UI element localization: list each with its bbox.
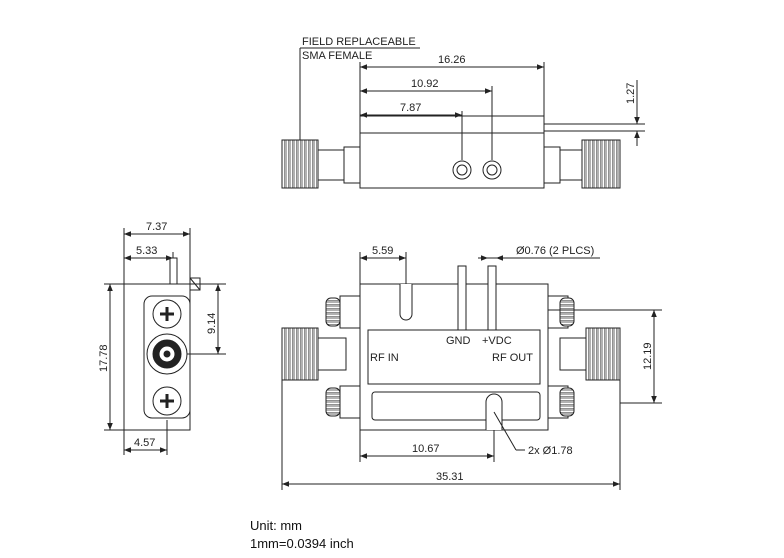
dim-5-33: 5.33 — [136, 245, 157, 257]
lug-left-bottom — [325, 387, 341, 417]
lug-right-top — [559, 297, 575, 327]
dim-4-57: 4.57 — [134, 437, 155, 449]
plan-window — [367, 329, 541, 385]
lug-right-bottom — [559, 387, 575, 417]
label-rf-out: RF OUT — [492, 352, 533, 364]
label-sma-female: SMA FEMALE — [302, 50, 372, 62]
pin-gnd-top — [452, 160, 472, 180]
unit-line: Unit: mm — [250, 518, 302, 533]
lug-left-top — [325, 297, 341, 327]
label-hole-dia: 2x Ø1.78 — [528, 445, 573, 457]
side-view — [104, 228, 226, 455]
top-body — [359, 115, 545, 189]
top-view — [281, 47, 645, 189]
side-screw-top — [152, 299, 182, 329]
pin-gnd — [457, 265, 467, 331]
label-rf-in: RF IN — [370, 352, 399, 364]
label-field-replaceable: FIELD REPLACEABLE — [302, 36, 416, 48]
unit-conversion: 1mm=0.0394 inch — [250, 536, 354, 551]
dim-1-27: 1.27 — [625, 83, 637, 104]
dim-16-26: 16.26 — [438, 54, 466, 66]
plan-view — [281, 252, 662, 490]
dim-5-59: 5.59 — [372, 245, 393, 257]
dim-9-14: 9.14 — [206, 313, 218, 334]
side-screw-bottom — [152, 386, 182, 416]
right-sma-thread — [581, 139, 621, 189]
dim-35-31: 35.31 — [436, 471, 464, 483]
side-pin — [169, 257, 178, 285]
label-vdc: +VDC — [482, 335, 512, 347]
left-sma-thread — [281, 139, 319, 189]
plan-right-sma-thread — [585, 327, 621, 381]
dim-17-78: 17.78 — [98, 344, 110, 372]
pin-vdc-top — [482, 160, 502, 180]
pin-vdc — [487, 265, 497, 331]
dim-7-37: 7.37 — [146, 221, 167, 233]
label-pin-dia: Ø0.76 (2 PLCS) — [516, 245, 594, 257]
dim-7-87: 7.87 — [400, 102, 421, 114]
plan-slot — [399, 284, 413, 321]
dim-12-19: 12.19 — [642, 342, 654, 370]
dim-10-67: 10.67 — [412, 443, 440, 455]
label-gnd: GND — [446, 335, 471, 347]
dim-10-92: 10.92 — [411, 78, 439, 90]
plan-left-sma-thread — [281, 327, 319, 381]
